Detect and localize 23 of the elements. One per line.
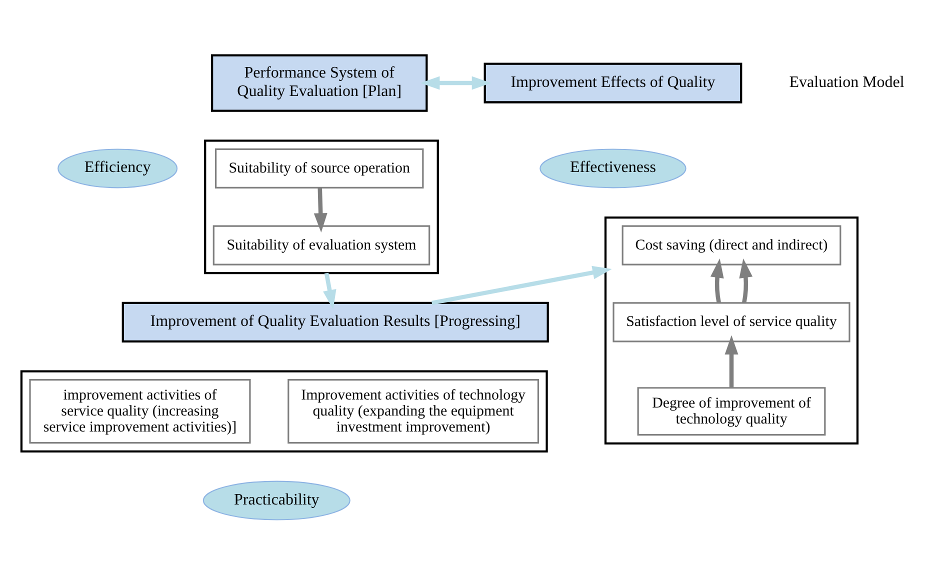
node-box: Suitability of evaluation system [212,225,430,266]
arrow [314,188,328,232]
arrow [420,76,492,90]
arrow [739,258,753,304]
arrow [710,258,724,304]
node-ellipse: Practicability [202,480,350,520]
node-box: Performance System of Quality Evaluation [Plan] [210,54,428,112]
arrow [724,335,738,388]
cluster [204,140,439,274]
node-box: Improvement of Quality Evaluation Results [Progressing] [122,302,549,342]
label: Evaluation Model [789,74,904,91]
node-box: Improvement activities of technology quality (expanding the equipment investment improvement) [288,379,540,444]
node-box: Degree of improvement of technology quality [637,387,826,436]
cluster [604,216,859,444]
node-ellipse: Efficiency [58,148,178,188]
node-box: Cost saving (direct and indirect) [622,225,842,266]
node-ellipse: Effectiveness [540,148,686,188]
node-box: Improvement Effects of Quality [484,62,742,104]
arrow [323,272,336,310]
node-box: Satisfaction level of service quality [612,302,850,342]
cluster [20,370,548,452]
node-box: improvement activities of service quality (increasing service improvement activities)] [29,379,251,444]
node-box: Suitability of source operation [214,148,424,188]
